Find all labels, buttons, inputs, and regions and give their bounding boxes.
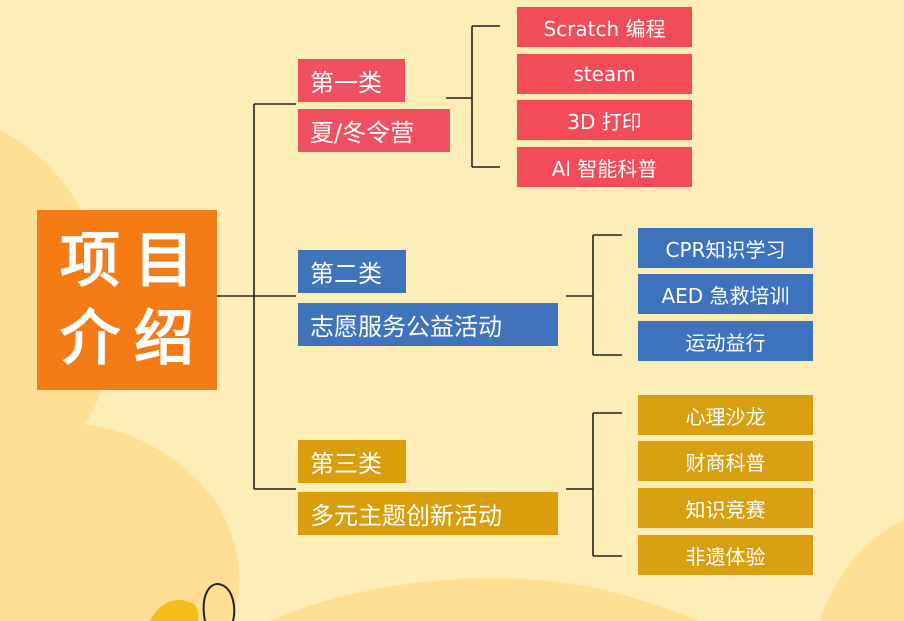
category-1-item: Scratch 编程 [517, 7, 692, 47]
outline-loop [202, 583, 236, 621]
category-3-item: 财商科普 [638, 441, 813, 481]
category-1-label: 第一类 [298, 59, 405, 102]
category-1-item: Al 智能科普 [517, 147, 692, 187]
yellow-petal [150, 600, 199, 621]
category-3-name: 多元主题创新活动 [298, 492, 558, 535]
category-2-item: 运动益行 [638, 321, 813, 361]
category-3-item: 知识竞赛 [638, 488, 813, 528]
bottom-blob [270, 578, 700, 621]
category-3-label: 第三类 [298, 440, 406, 483]
category-2-label: 第二类 [298, 250, 406, 293]
category-1-item: steam [517, 54, 692, 94]
title-line-2: 介绍 [60, 304, 208, 374]
category-1-item: 3D 打印 [517, 100, 692, 140]
bottom-left-blob [0, 422, 240, 621]
right-blob [820, 520, 904, 621]
category-3-item: 非遗体验 [638, 535, 813, 575]
category-3-item: 心理沙龙 [638, 395, 813, 435]
category-1-name: 夏/冬令营 [298, 109, 450, 152]
title-text: 项目 介绍 [60, 222, 208, 378]
category-2-item: AED 急救培训 [638, 274, 813, 314]
title-line-1: 项目 [60, 226, 208, 296]
title-box: 项目 介绍 [37, 210, 217, 390]
category-2-name: 志愿服务公益活动 [298, 303, 558, 346]
category-2-item: CPR知识学习 [638, 228, 813, 268]
